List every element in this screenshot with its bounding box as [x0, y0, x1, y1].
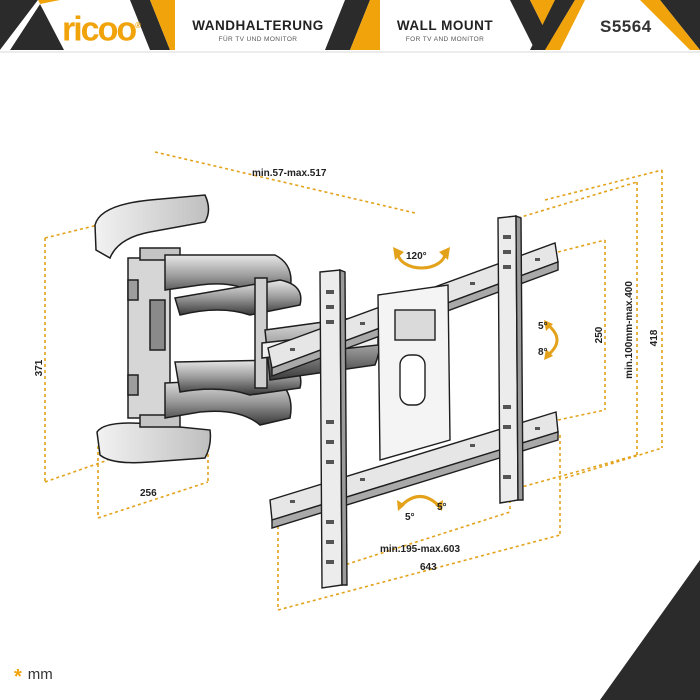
header-banner: ricoo® WANDHALTERUNG FÜR TV UND MONITOR … [0, 0, 700, 56]
title-english: WALL MOUNT [396, 18, 494, 33]
model-number: S5564 [600, 17, 652, 36]
subtitle-english: FOR TV AND MONITOR [405, 36, 485, 43]
title-german: WANDHALTERUNG [192, 18, 324, 33]
brand-logo: ricoo® [62, 6, 141, 49]
unit-note: * mm [14, 666, 53, 689]
dim-arm-extension: min.57-max.517 [252, 168, 327, 179]
dim-total-height: 418 [649, 329, 660, 346]
dim-wall-plate-height: 371 [34, 359, 45, 376]
angle-tilt-down: 8° [538, 347, 548, 358]
rotation-arrows [396, 252, 559, 507]
articulating-arms [164, 254, 381, 426]
rail-holes [290, 235, 540, 564]
brand-name: ricoo [62, 10, 137, 49]
unit-marker: * [14, 666, 22, 688]
corner-decoration [600, 560, 700, 700]
brand-mark: ® [135, 21, 142, 30]
angle-swivel: 120° [406, 251, 427, 262]
unit-label: mm [27, 666, 53, 683]
angle-rotate-left: 5° [405, 512, 415, 523]
angle-tilt-up: 5° [538, 321, 548, 332]
subtitle-german: FÜR TV UND MONITOR [218, 36, 298, 43]
header-chevrons [0, 0, 700, 53]
dim-wall-plate-width: 256 [140, 488, 157, 499]
dim-vesa-vertical: min.100mm-max.400 [624, 281, 635, 379]
wall-plate [94, 194, 212, 464]
dim-vesa-horizontal: min.195-max.603 [380, 544, 460, 555]
arrow-heads [393, 247, 553, 511]
tv-bracket [267, 214, 559, 589]
dim-total-width: 643 [420, 562, 437, 573]
angle-rotate-right: 5° [437, 502, 447, 513]
dim-vertical-rail: 250 [594, 326, 605, 343]
